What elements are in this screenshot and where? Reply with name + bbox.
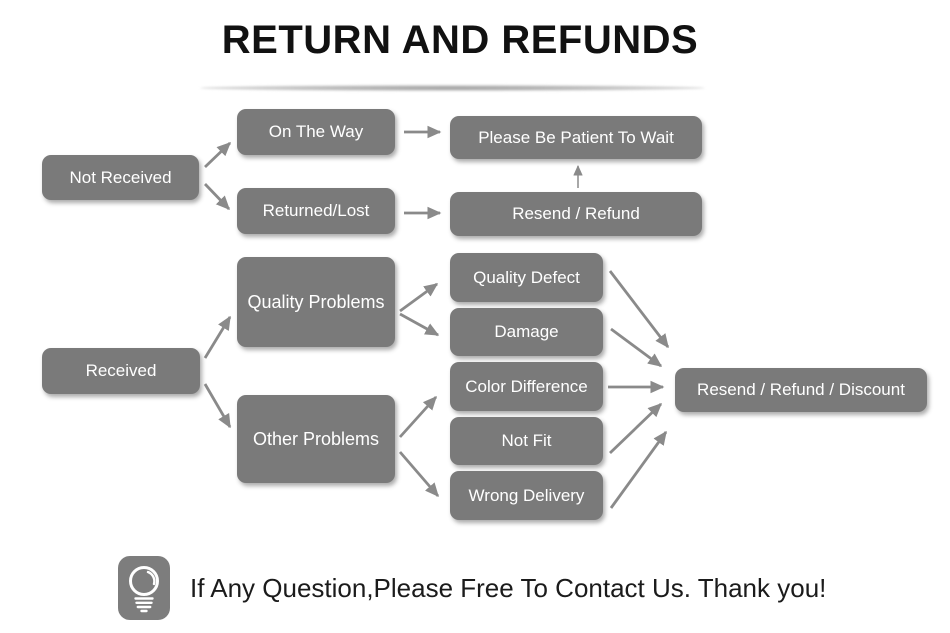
arrow-received-to-quality-problems xyxy=(203,315,232,359)
arrow-wrong-delivery-to-discount xyxy=(609,430,668,509)
arrow-quality-problems-to-quality-defect xyxy=(399,282,439,313)
node-quality-problems: Quality Problems xyxy=(237,257,395,347)
page-title: RETURN AND REFUNDS xyxy=(221,18,699,62)
lightbulb-highlight xyxy=(146,570,156,586)
footer-message: If Any Question,Please Free To Contact U… xyxy=(190,572,827,603)
node-resend-refund: Resend / Refund xyxy=(450,192,702,236)
lightbulb-icon xyxy=(118,556,170,620)
lightbulb-icon-background xyxy=(118,556,170,620)
arrow-damage-to-discount xyxy=(610,327,663,368)
arrow-not-fit-to-discount xyxy=(609,402,663,455)
arrow-received-to-other-problems xyxy=(203,383,232,429)
arrow-other-problems-to-color-difference xyxy=(398,395,438,438)
footer-note: If Any Question,Please Free To Contact U… xyxy=(118,556,826,620)
node-damage: Damage xyxy=(450,308,603,356)
node-on-the-way: On The Way xyxy=(237,109,395,155)
lightbulb-globe xyxy=(129,566,159,596)
node-received: Received xyxy=(42,348,200,394)
node-returned-lost: Returned/Lost xyxy=(237,188,395,234)
node-color-difference: Color Difference xyxy=(450,362,603,411)
node-resend-refund-discount: Resend / Refund / Discount xyxy=(675,368,927,412)
node-please-be-patient-to-wait: Please Be Patient To Wait xyxy=(450,116,702,159)
title-divider xyxy=(200,85,705,91)
arrow-other-problems-to-wrong-delivery xyxy=(398,451,440,498)
arrow-not-received-to-returned-lost xyxy=(203,183,231,211)
arrow-quality-defect-to-discount xyxy=(608,270,670,349)
arrow-quality-problems-to-damage xyxy=(399,312,440,337)
node-not-fit: Not Fit xyxy=(450,417,603,465)
arrow-not-received-to-on-the-way xyxy=(204,141,232,169)
node-quality-defect: Quality Defect xyxy=(450,253,603,302)
node-not-received: Not Received xyxy=(42,155,199,200)
node-other-problems: Other Problems xyxy=(237,395,395,483)
node-wrong-delivery: Wrong Delivery xyxy=(450,471,603,520)
